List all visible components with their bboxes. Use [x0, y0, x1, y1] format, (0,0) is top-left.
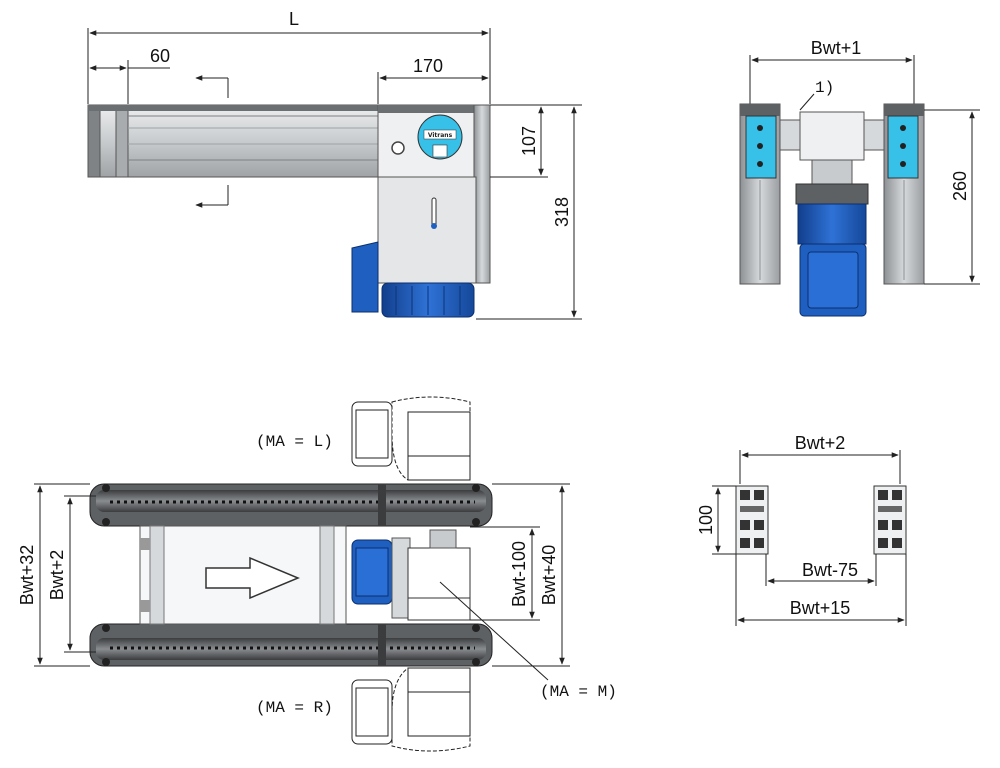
dim-frame-width-label: Bwt+40 [539, 545, 559, 606]
oil-plug-icon [391, 141, 405, 155]
section-left-profile [735, 485, 769, 555]
dim-drive-width-label: 170 [413, 56, 443, 76]
motor-middle-label: (MA = M) [540, 683, 617, 701]
callout-label: 1) [815, 79, 834, 97]
motor-position-right [351, 667, 471, 752]
dim-length-label: L [289, 9, 299, 29]
dim-motor-offset-label: Bwt-100 [509, 541, 529, 607]
dim-end-offset-label: 60 [150, 46, 170, 66]
dim-end-width-label: Bwt+1 [811, 38, 862, 58]
dim-frame-height-label: 107 [519, 126, 539, 156]
side-view: L 60 170 Vitrans [87, 9, 582, 320]
dim-total-height-label: 318 [552, 197, 572, 227]
dim-section-height-label: 100 [696, 505, 716, 535]
end-view: Bwt+1 1) 260 [739, 38, 980, 317]
motor-position-left [351, 396, 471, 481]
top-drive-housing [407, 547, 471, 621]
logo-text: Vitrans [428, 132, 453, 139]
dim-section-inner-width-label: Bwt-75 [802, 560, 858, 580]
dim-belt-width-label: Bwt+2 [47, 550, 67, 601]
dim-section-outer-width-label: Bwt+15 [790, 598, 851, 618]
section-view: Bwt+2 100 Bwt-75 [696, 433, 907, 626]
top-view: (MA = L) [17, 396, 617, 752]
motor-right-label: (MA = R) [256, 699, 333, 717]
flow-direction-arrow-icon [205, 556, 300, 600]
dim-section-top-width-label: Bwt+2 [795, 433, 846, 453]
section-right-profile [873, 485, 907, 555]
side-motor-box [351, 241, 379, 313]
end-motor [797, 203, 867, 245]
dim-end-height-label: 260 [950, 171, 970, 201]
motor-left-label: (MA = L) [256, 433, 333, 451]
dim-outer-width-label: Bwt+32 [17, 545, 37, 606]
